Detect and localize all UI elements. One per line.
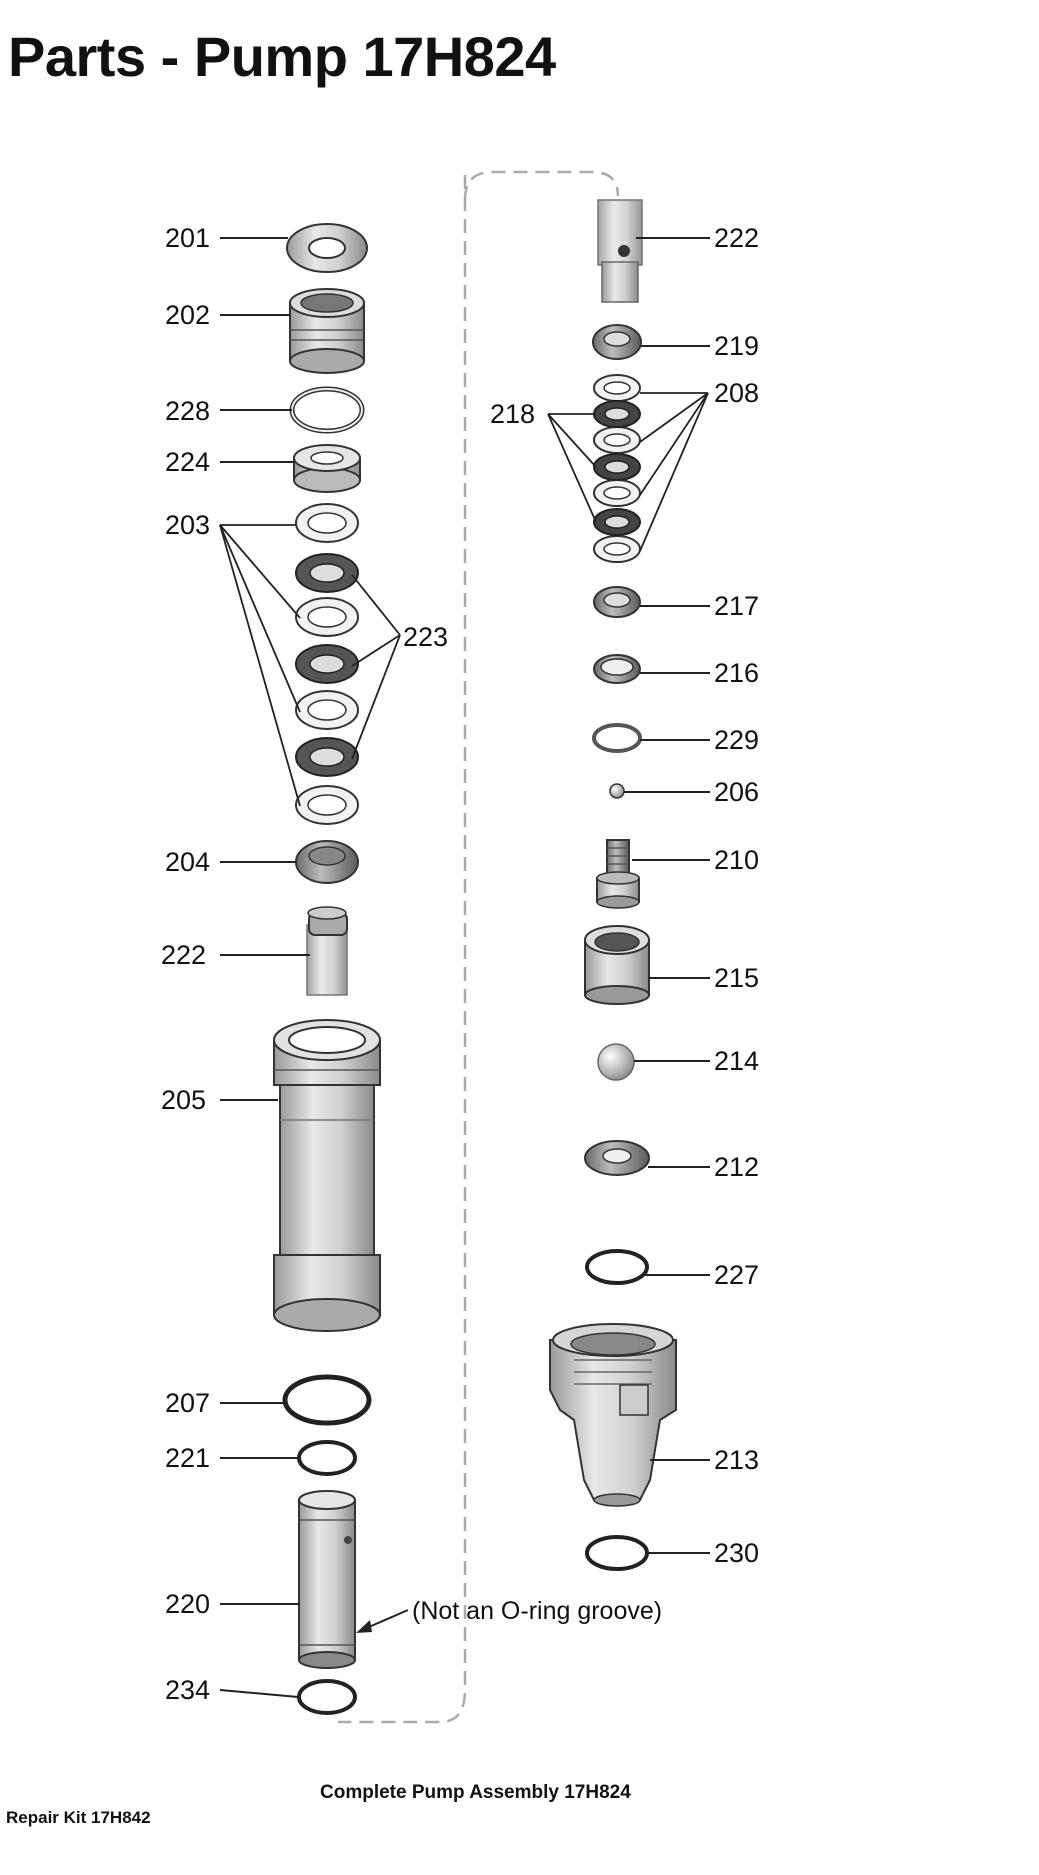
part-229-o-ring — [592, 723, 642, 753]
part-201-washer — [286, 223, 368, 273]
part-220-sleeve — [298, 1490, 356, 1669]
part-223-dark-packings — [295, 553, 359, 777]
part-224-gland — [293, 444, 361, 493]
label-219: 219 — [714, 331, 759, 361]
part-227-o-ring — [585, 1249, 649, 1285]
groove-note: (Not an O-ring groove) — [412, 1597, 662, 1625]
label-223: 223 — [403, 622, 448, 652]
page-title: Parts - Pump 17H824 — [8, 25, 556, 88]
label-208: 208 — [714, 378, 759, 408]
label-218: 218 — [490, 399, 535, 429]
label-227: 227 — [714, 1260, 759, 1290]
part-219-male-adapter — [592, 324, 642, 360]
part-212-seat — [584, 1140, 650, 1176]
part-202-packing-nut — [289, 288, 365, 374]
part-230-o-ring — [585, 1535, 649, 1571]
part-207-o-ring — [282, 1374, 372, 1426]
label-230: 230 — [714, 1538, 759, 1568]
part-204-female-adapter — [295, 840, 359, 884]
part-216-washer — [593, 654, 641, 684]
label-202: 202 — [165, 300, 210, 330]
repair-kit-label: Repair Kit 17H842 — [6, 1808, 151, 1827]
label-229: 229 — [714, 725, 759, 755]
assembly-bracket — [338, 170, 620, 1724]
part-215-intake-valve-housing — [584, 925, 650, 1005]
label-214: 214 — [714, 1046, 759, 1076]
label-212: 212 — [714, 1152, 759, 1182]
label-224: 224 — [165, 447, 210, 477]
part-234-o-ring — [297, 1679, 357, 1715]
label-234: 234 — [165, 1675, 210, 1705]
label-220: 220 — [165, 1589, 210, 1619]
label-210: 210 — [714, 845, 759, 875]
label-222-right: 222 — [714, 223, 759, 253]
part-213-foot-valve-housing — [549, 1323, 677, 1507]
label-221: 221 — [165, 1443, 210, 1473]
part-222-displacement-rod — [306, 906, 348, 996]
assembly-caption: Complete Pump Assembly 17H824 — [320, 1782, 631, 1803]
label-206: 206 — [714, 777, 759, 807]
part-218-dark-packings — [593, 400, 641, 536]
label-203: 203 — [165, 510, 210, 540]
part-217-gland — [593, 586, 641, 618]
label-205: 205 — [161, 1085, 206, 1115]
label-215: 215 — [714, 963, 759, 993]
label-216: 216 — [714, 658, 759, 688]
label-201: 201 — [165, 223, 210, 253]
label-207: 207 — [165, 1388, 210, 1418]
label-222-left: 222 — [161, 940, 206, 970]
label-213: 213 — [714, 1445, 759, 1475]
part-210-piston-valve — [596, 839, 640, 909]
label-217: 217 — [714, 591, 759, 621]
part-214-ball — [597, 1043, 635, 1081]
part-205-cylinder — [273, 1019, 381, 1332]
part-221-o-ring — [297, 1440, 357, 1476]
part-203-v-packings — [295, 503, 359, 825]
label-204: 204 — [165, 847, 210, 877]
part-206-ball — [609, 783, 625, 799]
label-228: 228 — [165, 396, 210, 426]
part-222-rod-end — [597, 199, 643, 303]
